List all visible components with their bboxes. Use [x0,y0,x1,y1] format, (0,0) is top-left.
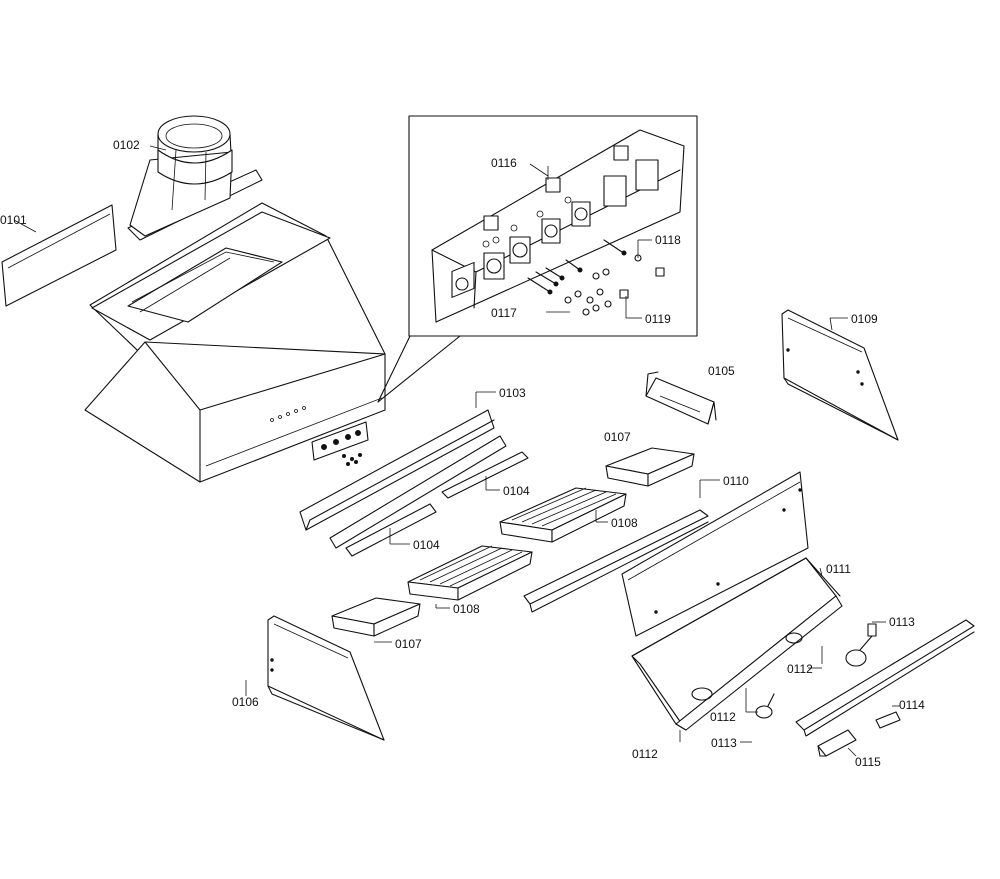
label-0116: 0116 [491,156,517,170]
label-0106: 0106 [232,695,259,709]
part-0109-side-panel [781,309,899,441]
part-0105-bracket [645,371,717,425]
part-0113-lamp-socket-lower [755,693,775,719]
part-0115-clip [817,729,857,757]
label-0112-middle: 0112 [710,710,736,724]
part-0114-bar [795,619,975,737]
part-0110-rail [523,509,709,613]
part-labels: 0101 0102 0103 0104 0104 0105 0106 0107 … [0,138,925,769]
part-0119-nuts [564,267,665,316]
part-0104-strip-upper [441,451,529,499]
label-0113-lower: 0113 [711,736,737,750]
label-0112-left: 0112 [632,747,658,761]
part-0111-upper-panel [621,471,809,637]
part-0117-screws [527,259,583,295]
part-0103-rail [299,409,507,549]
part-0107-tray-lower [331,597,421,637]
label-0102: 0102 [113,138,140,152]
part-0108-filter-upper [499,487,627,543]
part-0113-lamp-socket-upper [845,623,877,667]
part-0111-lower-panel [631,557,843,731]
part-0106-side-panel [267,615,385,741]
label-0115: 0115 [855,755,881,769]
part-0101-panel [1,204,117,307]
label-0107-upper: 0107 [604,430,631,444]
label-0104-upper: 0104 [503,484,530,498]
label-0105: 0105 [708,364,735,378]
label-0107-lower: 0107 [395,637,422,651]
part-0107-tray-upper [605,447,695,487]
label-0117: 0117 [491,306,517,320]
label-0118: 0118 [655,233,681,247]
leader-lines [13,145,900,757]
label-0119: 0119 [645,312,671,326]
label-0101: 0101 [0,213,27,227]
hood-control-panel [311,421,369,466]
label-0108-lower: 0108 [453,602,480,616]
part-0108-filter-lower [407,545,533,601]
label-0103: 0103 [499,386,526,400]
label-0111: 0111 [826,562,851,576]
part-0104-strip-lower [345,503,437,557]
detail-inset [377,115,698,403]
part-0118-screw [603,239,642,262]
label-0109: 0109 [851,312,878,326]
label-0113-upper: 0113 [889,615,915,629]
part-0116-control-bracket [431,129,685,323]
label-0110: 0110 [723,474,749,488]
label-0114: 0114 [899,698,925,712]
label-0108-upper: 0108 [611,516,638,530]
label-0112-right: 0112 [787,662,813,676]
part-0102-duct [127,115,263,241]
hood-body [84,202,386,483]
label-0104-lower: 0104 [413,538,440,552]
